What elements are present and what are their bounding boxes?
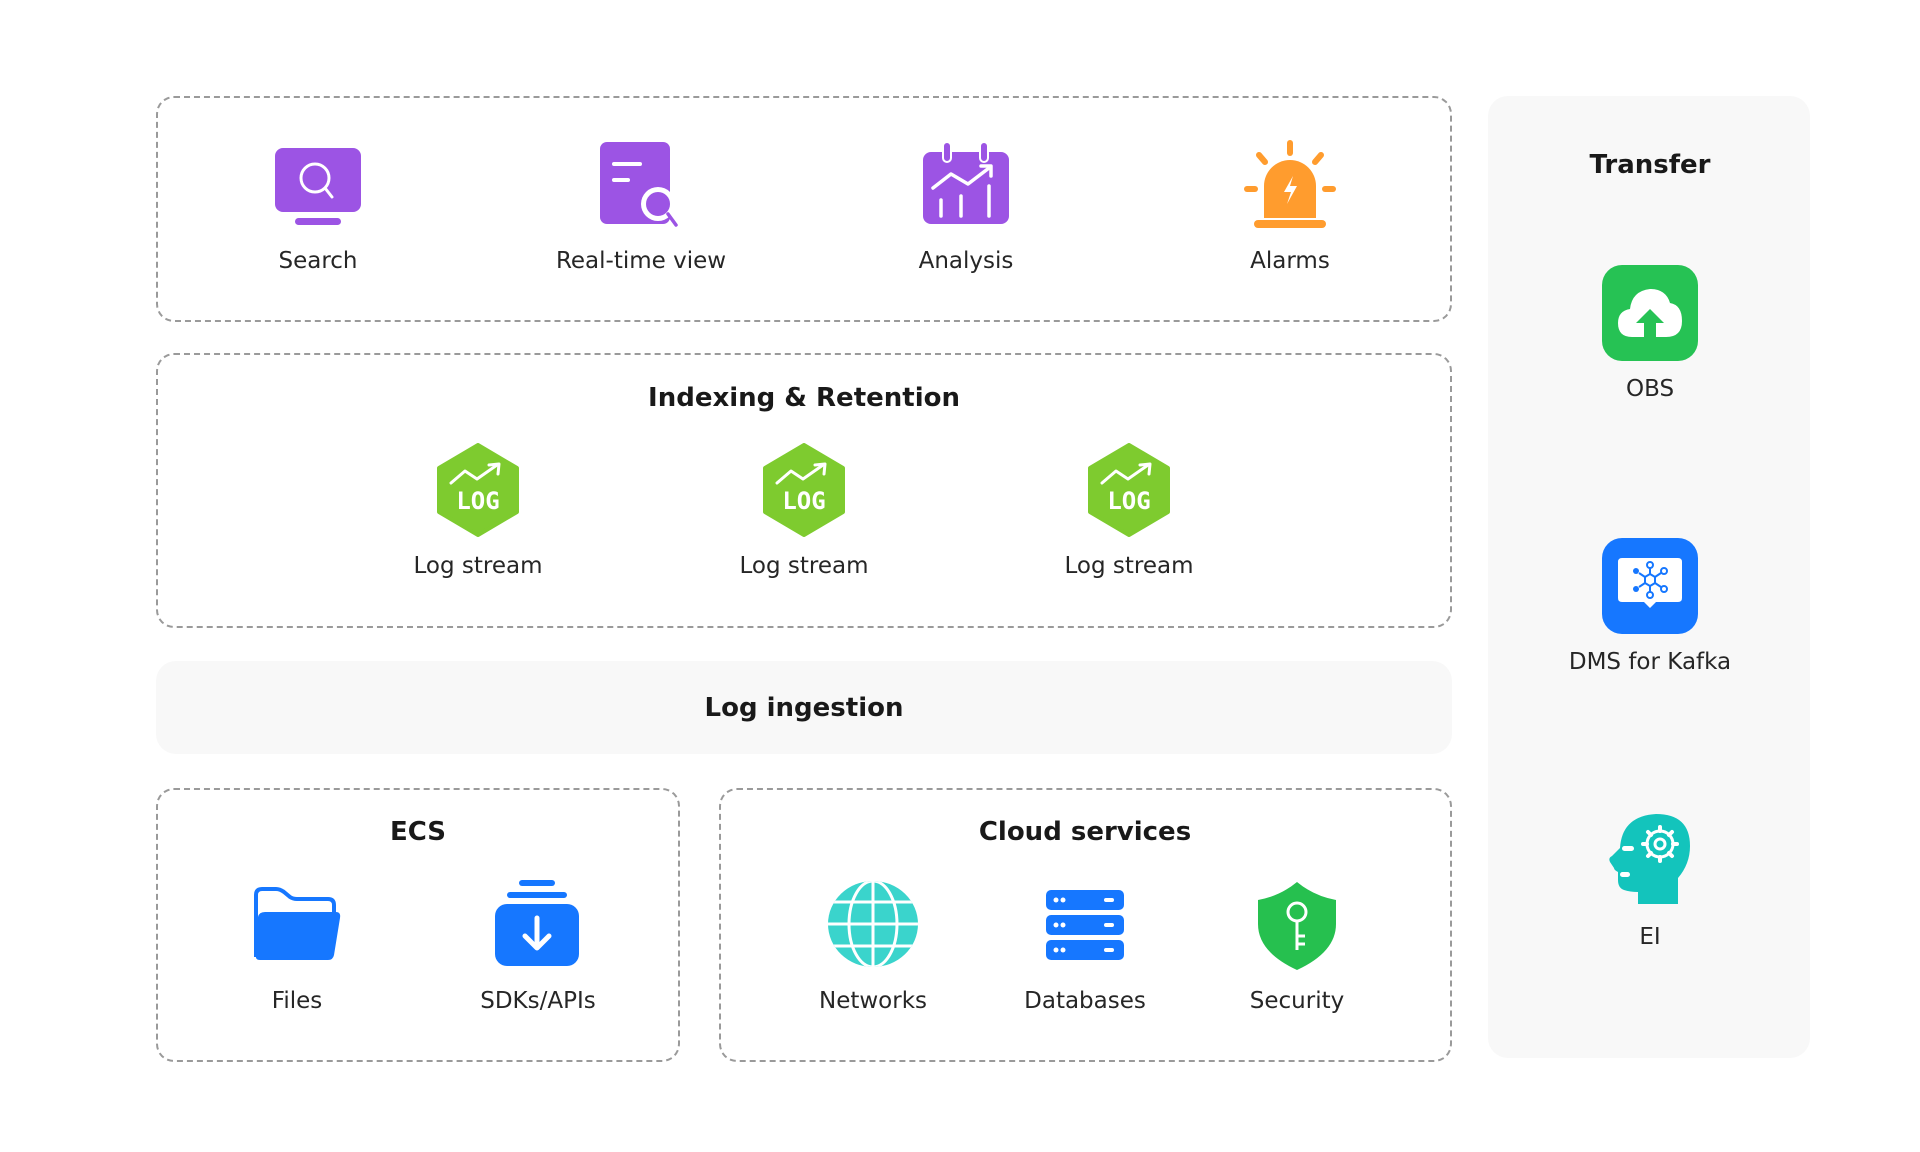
alarm-light-icon[interactable] <box>1244 140 1336 230</box>
databases-label: Databases <box>1024 988 1146 1014</box>
ecs-title: ECS <box>389 817 447 847</box>
analysis-label: Analysis <box>918 248 1014 274</box>
log-ingestion-bar <box>156 661 1452 754</box>
security-label: Security <box>1249 988 1345 1014</box>
log-stream-label: Log stream <box>739 553 869 579</box>
indexing-retention-title: Indexing & Retention <box>648 383 960 413</box>
log-icon-text: LOG <box>1107 487 1150 515</box>
files-label: Files <box>271 988 323 1014</box>
alarms-label: Alarms <box>1250 248 1330 274</box>
sdks-apis-label: SDKs/APIs <box>480 988 596 1014</box>
log-stream-label: Log stream <box>1064 553 1194 579</box>
calendar-chart-icon[interactable] <box>923 142 1009 224</box>
database-server-icon[interactable] <box>1046 890 1124 960</box>
download-tray-icon[interactable] <box>495 880 581 968</box>
folder-icon[interactable] <box>252 887 342 961</box>
ei-label: EI <box>1639 924 1661 950</box>
indexing-retention-box <box>156 353 1452 628</box>
log-icon-text: LOG <box>782 487 825 515</box>
globe-icon[interactable] <box>827 880 919 968</box>
dms-for-kafka-label: DMS for Kafka <box>1568 649 1732 675</box>
log-hexagon-icon[interactable]: LOG <box>761 443 847 537</box>
log-hexagon-icon[interactable]: LOG <box>435 443 521 537</box>
log-hexagon-icon[interactable]: LOG <box>1086 443 1172 537</box>
search-label: Search <box>278 248 358 274</box>
real-time-view-label: Real-time view <box>555 248 727 274</box>
document-search-icon[interactable] <box>600 142 682 228</box>
shield-key-icon[interactable] <box>1256 880 1338 972</box>
ai-head-gear-icon[interactable] <box>1608 812 1692 906</box>
cloud-services-box <box>719 788 1452 1062</box>
transfer-title: Transfer <box>1589 150 1711 180</box>
kafka-hub-icon[interactable] <box>1602 538 1698 634</box>
consumption-box <box>156 96 1452 322</box>
log-ingestion-title: Log ingestion <box>704 693 904 723</box>
networks-label: Networks <box>818 988 928 1014</box>
cloud-upload-icon[interactable] <box>1602 265 1698 361</box>
obs-label: OBS <box>1625 376 1675 402</box>
ecs-box <box>156 788 680 1062</box>
log-icon-text: LOG <box>456 487 499 515</box>
log-stream-label: Log stream <box>413 553 543 579</box>
cloud-services-title: Cloud services <box>978 817 1192 847</box>
monitor-search-icon[interactable] <box>275 148 361 226</box>
